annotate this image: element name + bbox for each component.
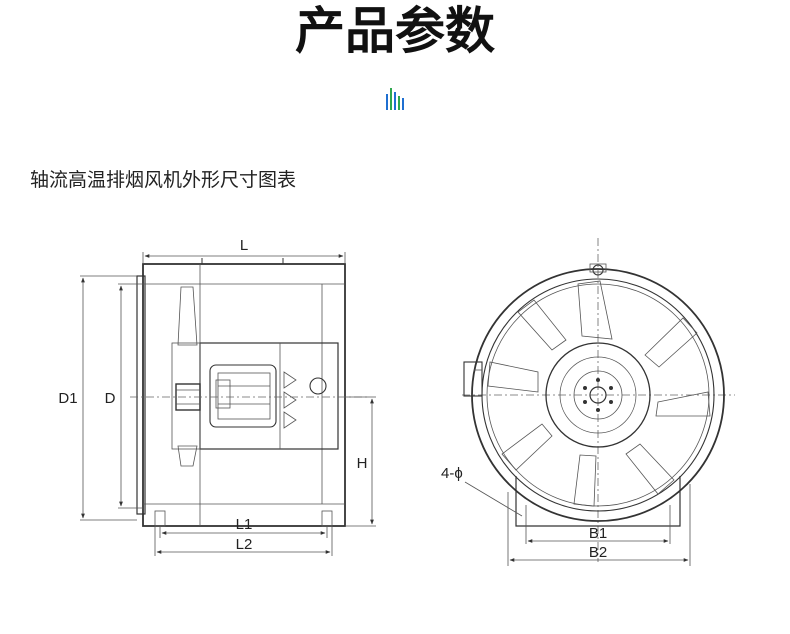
dim-label-L: L: [240, 237, 248, 254]
motor-housing: [199, 342, 339, 450]
diagram-caption: 轴流高温排烟风机外形尺寸图表: [30, 169, 297, 191]
dim-label-L2: L2: [236, 536, 253, 553]
base-support: [515, 476, 681, 527]
junction-box: [463, 361, 483, 397]
front-view: 4-ϕ B1 B2: [441, 238, 735, 566]
fan-blades: [487, 280, 711, 507]
dim-label-L1: L1: [236, 516, 253, 533]
side-view: L D1 D H L1 L2: [58, 237, 376, 556]
dim-label-holes: 4-ϕ: [441, 465, 463, 482]
fan-hub: [545, 342, 651, 448]
casing-ring-outer: [471, 268, 725, 522]
dim-label-D: D: [105, 390, 116, 407]
blade-profile-bottom: [177, 445, 198, 467]
page-title: 产品参数: [295, 2, 495, 60]
blade-profile-top: [177, 286, 198, 346]
dim-label-D1: D1: [58, 390, 77, 407]
dim-label-B2: B2: [589, 544, 607, 561]
bar-chart-icon: [386, 88, 404, 110]
motor: [209, 364, 277, 428]
dim-label-H: H: [357, 455, 368, 472]
fan-casing: [142, 263, 346, 527]
dim-label-B1: B1: [589, 525, 607, 542]
